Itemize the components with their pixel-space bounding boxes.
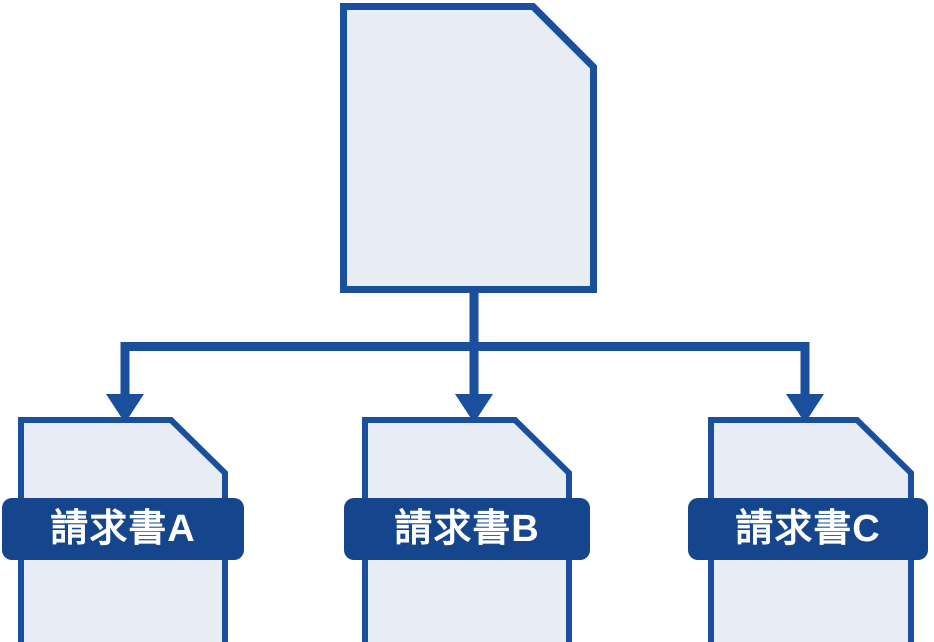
connector-branch-line — [120, 342, 810, 399]
invoice-banner-a: 請求書A — [2, 498, 244, 560]
invoice-label-c: 請求書C — [735, 508, 881, 550]
arrow-down-icon-right — [786, 394, 824, 423]
invoice-banner-c: 請求書C — [688, 498, 928, 560]
invoice-label-a: 請求書A — [50, 508, 196, 550]
arrow-down-icon-left — [106, 394, 144, 423]
invoice-label-b: 請求書B — [394, 508, 540, 550]
arrow-down-icon-middle — [455, 394, 493, 423]
invoice-banner-b: 請求書B — [344, 498, 590, 560]
source-document-shape — [340, 3, 597, 293]
